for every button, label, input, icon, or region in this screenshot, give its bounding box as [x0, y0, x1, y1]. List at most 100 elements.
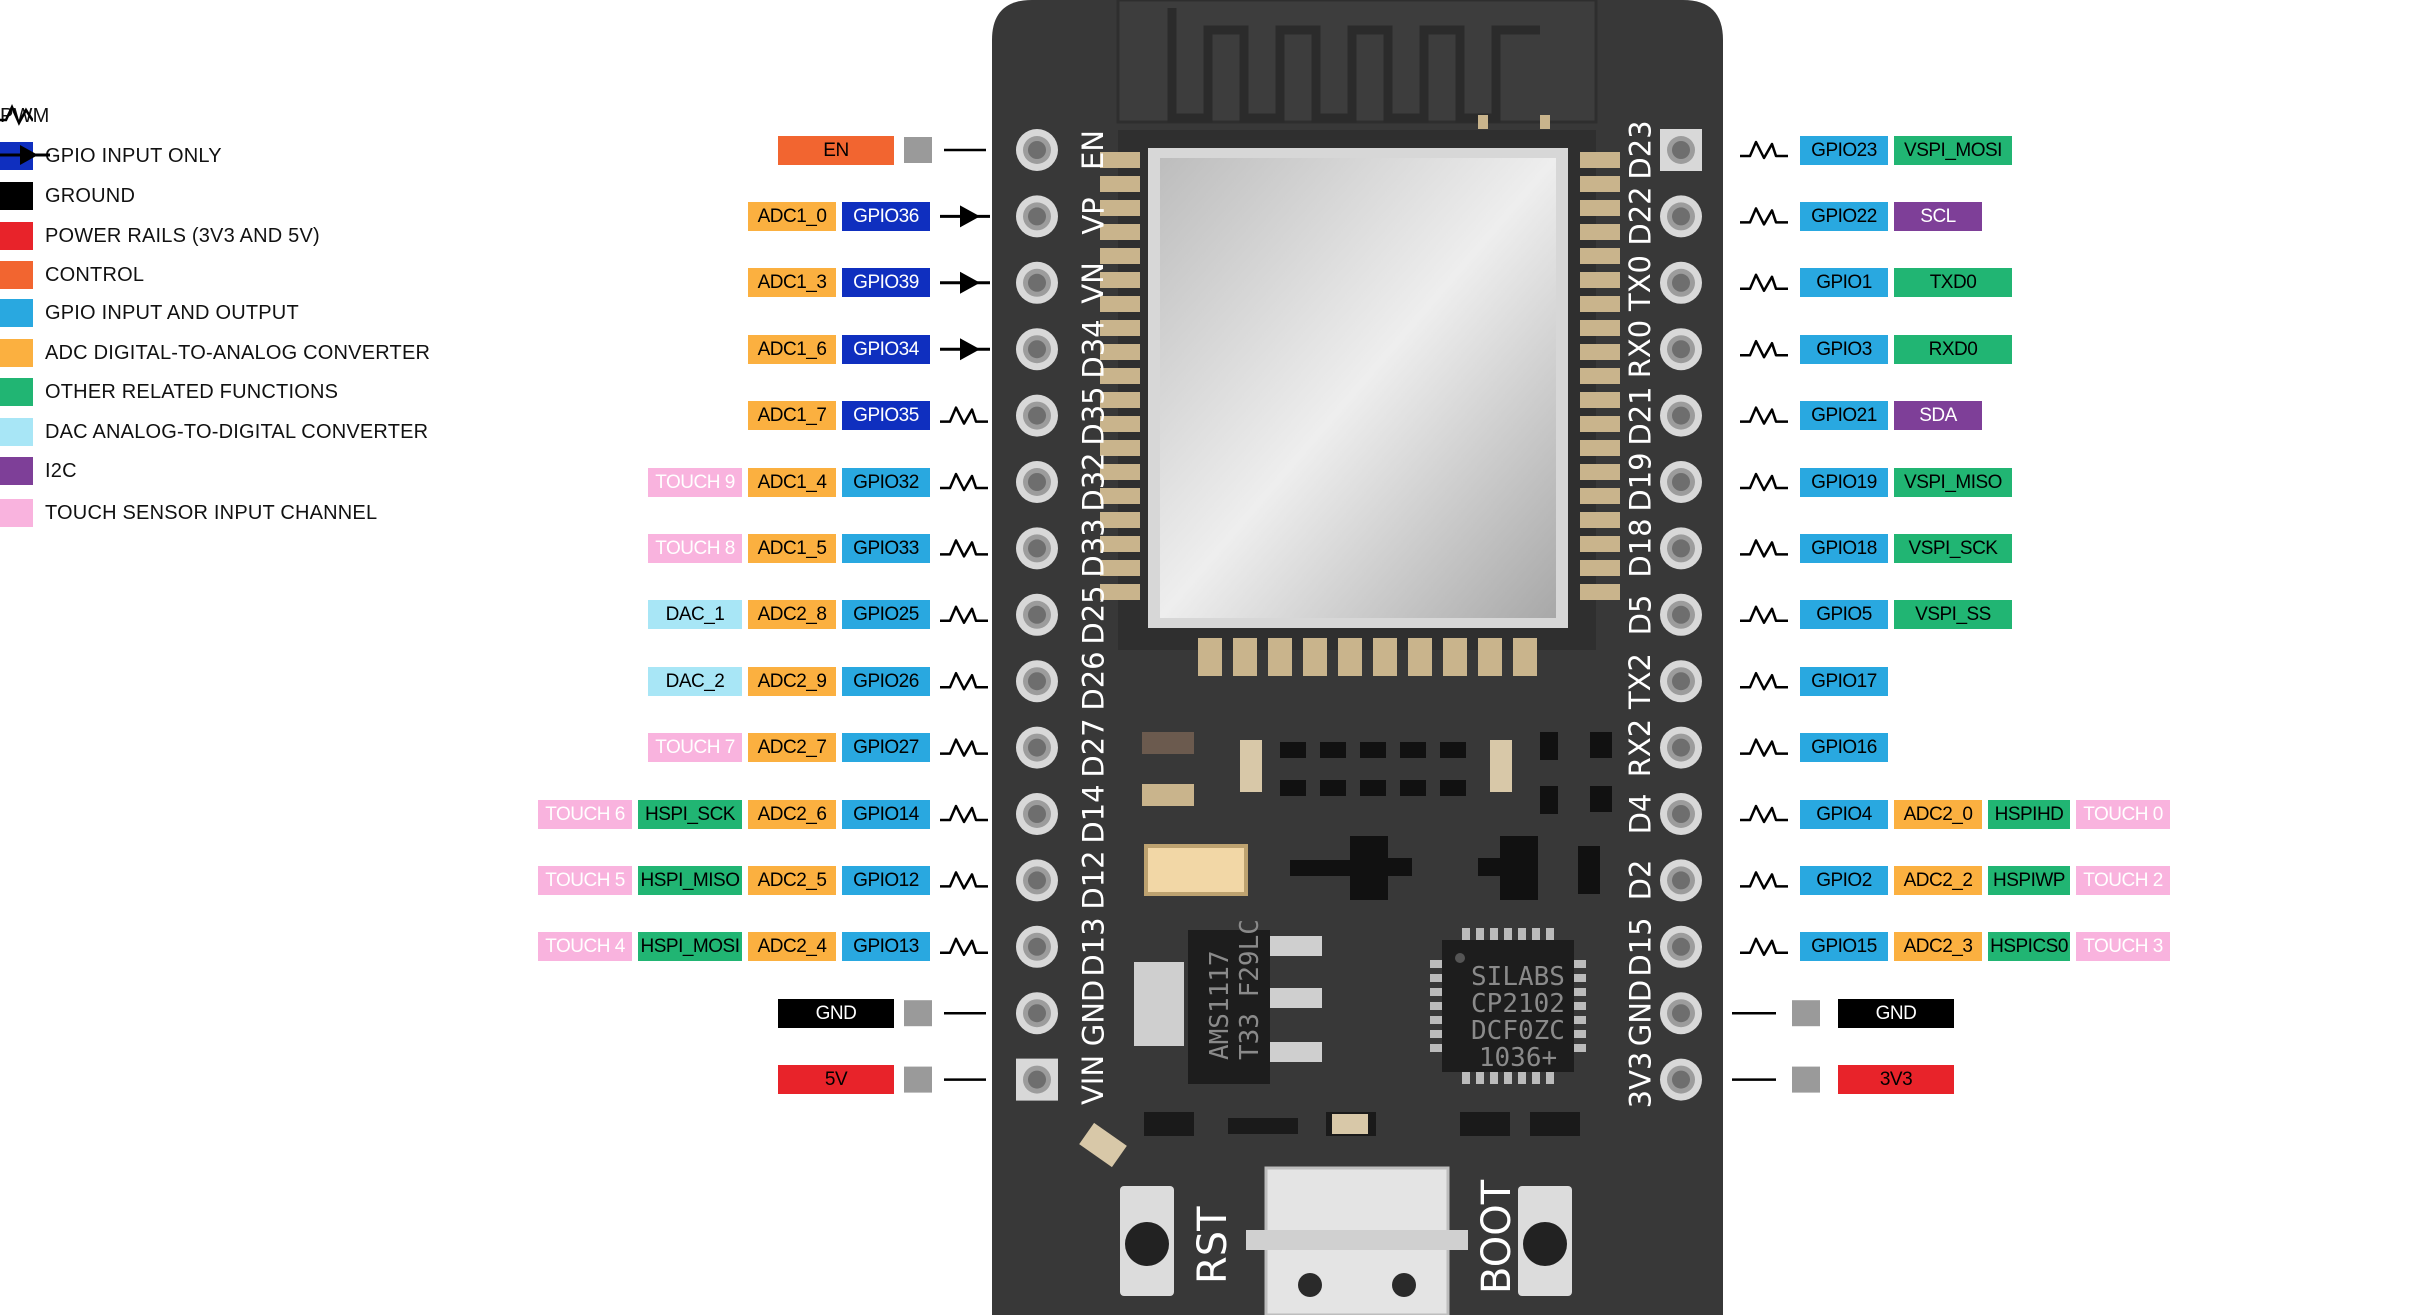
right-pin-d18-hole [1672, 539, 1690, 558]
boot-button-cap [1523, 1222, 1567, 1266]
left-label-other: HSPI_SCK [638, 799, 742, 829]
legend-item: POWER RAILS (3V3 AND 5V) [0, 221, 320, 251]
pwm-icon [1740, 140, 1788, 160]
regulator-lead [1270, 988, 1322, 1008]
right-pin-d5-hole [1672, 605, 1690, 624]
left-label-touch: TOUCH 6 [538, 799, 632, 829]
chip-pin [1574, 1016, 1586, 1024]
module-pad [1100, 272, 1140, 288]
smd-component [1590, 786, 1612, 812]
left-pin-d14-hole [1028, 805, 1046, 823]
pwm-icon [940, 406, 988, 425]
right-pin-name-d4: D4 [1622, 793, 1657, 835]
chip-pin [1546, 928, 1554, 940]
pwm-icon-path [0, 103, 33, 126]
left-label-gpio: GPIO27 [842, 733, 930, 763]
module-pad [1100, 464, 1140, 480]
smd-component [1540, 732, 1558, 760]
chip-pin [1430, 1044, 1442, 1052]
regulator-lead [1270, 1042, 1322, 1062]
left-label-adc: ADC1_6 [748, 334, 836, 364]
right-label-gpio: GPIO21 [1800, 401, 1888, 431]
right-pin-name-d18: D18 [1623, 518, 1658, 579]
left-pin-d12-hole [1028, 871, 1046, 890]
left-pin-name-d27: D27 [1076, 717, 1111, 778]
left-pin-name-vp: VP [1076, 197, 1111, 236]
left-label-dac: DAC_1 [648, 600, 742, 630]
right-label-other: TXD0 [1894, 268, 2012, 298]
left-pin-d26-hole [1028, 672, 1046, 691]
right-pin-rx2-hole [1672, 738, 1690, 757]
module-pad [1100, 584, 1140, 600]
left-label-adc: ADC1_4 [748, 467, 836, 497]
left-label-touch: TOUCH 8 [648, 533, 742, 563]
legend-label: GROUND [45, 184, 136, 207]
chip-pin [1430, 974, 1442, 982]
right-pin-name-d21: D21 [1623, 385, 1658, 446]
left-label-power: 5V [778, 1065, 894, 1095]
right-pin-name-3v3: 3V3 [1622, 1051, 1657, 1108]
right-pin-name-tx0: TX0 [1623, 254, 1658, 311]
left-pin-name-gnd: GND [1075, 979, 1110, 1047]
transistor [1350, 836, 1388, 900]
module-pad [1580, 296, 1620, 312]
right-label-gpio: GPIO23 [1800, 135, 1888, 165]
chip-pin [1518, 1072, 1526, 1084]
module-pad [1100, 416, 1140, 432]
legend-item: DAC ANALOG-TO-DIGITAL CONVERTER [0, 417, 428, 447]
smd-component [1360, 780, 1386, 796]
left-label-adc: ADC2_5 [748, 865, 836, 895]
module-pad [1580, 464, 1620, 480]
right-label-gpio: GPIO15 [1800, 932, 1888, 962]
left-label-adc: ADC1_0 [748, 201, 836, 231]
usb-hole [1392, 1273, 1416, 1297]
left-label-adc: ADC1_5 [748, 533, 836, 563]
left-pin-name-d33: D33 [1076, 518, 1111, 579]
legend-swatch [0, 261, 33, 289]
pwm-icon [940, 539, 988, 558]
left-pin-name-vn: VN [1075, 262, 1110, 304]
right-pin-name-d2: D2 [1622, 860, 1657, 901]
legend-swatch [0, 299, 33, 327]
module-pad [1478, 638, 1502, 676]
chip-pin [1462, 1072, 1470, 1084]
right-pin-d22-hole [1672, 207, 1690, 226]
right-label-touch: TOUCH 0 [2076, 799, 2170, 829]
module-pad [1268, 638, 1292, 676]
left-pin-name-d13: D13 [1076, 917, 1111, 977]
pwm-icon [940, 804, 988, 824]
chip-pin [1476, 1072, 1484, 1084]
legend-item: TOUCH SENSOR INPUT CHANNEL [0, 498, 377, 528]
module-pad [1580, 344, 1620, 360]
right-label-i2c: SCL [1894, 201, 1982, 231]
left-label-gpio: GPIO25 [842, 600, 930, 630]
right-pin-name-d5: D5 [1622, 594, 1657, 636]
transistor-leg [1478, 858, 1500, 876]
legend-label: GPIO INPUT ONLY [45, 144, 222, 167]
left-label-other: HSPI_MOSI [638, 932, 742, 962]
right-pin-name-d22: D22 [1623, 186, 1658, 247]
right-label-touch: TOUCH 2 [2076, 865, 2170, 895]
pwm-icon [940, 738, 988, 757]
module-pad [1408, 638, 1432, 676]
right-nc-square [1792, 1066, 1820, 1093]
smd-component [1530, 1112, 1580, 1136]
right-label-other: VSPI_SS [1894, 600, 2012, 630]
smd-component [1460, 1112, 1510, 1136]
capacitor [1144, 844, 1248, 896]
right-pin-name-d23: D23 [1623, 120, 1658, 180]
left-label-gpio: GPIO33 [842, 533, 930, 563]
chip-pin [1504, 928, 1512, 940]
pwm-icon [1740, 671, 1788, 691]
chip-pin [1462, 928, 1470, 940]
legend-label: TOUCH SENSOR INPUT CHANNEL [45, 501, 378, 524]
module-pad [1373, 638, 1397, 676]
module-pad [1580, 560, 1620, 576]
module-pad [1580, 584, 1620, 600]
smd-component [1400, 742, 1426, 758]
right-label-other: VSPI_MOSI [1894, 135, 2012, 165]
transistor-leg [1578, 846, 1600, 894]
legend-swatch [0, 339, 33, 367]
left-pin-en-hole [1028, 141, 1046, 159]
